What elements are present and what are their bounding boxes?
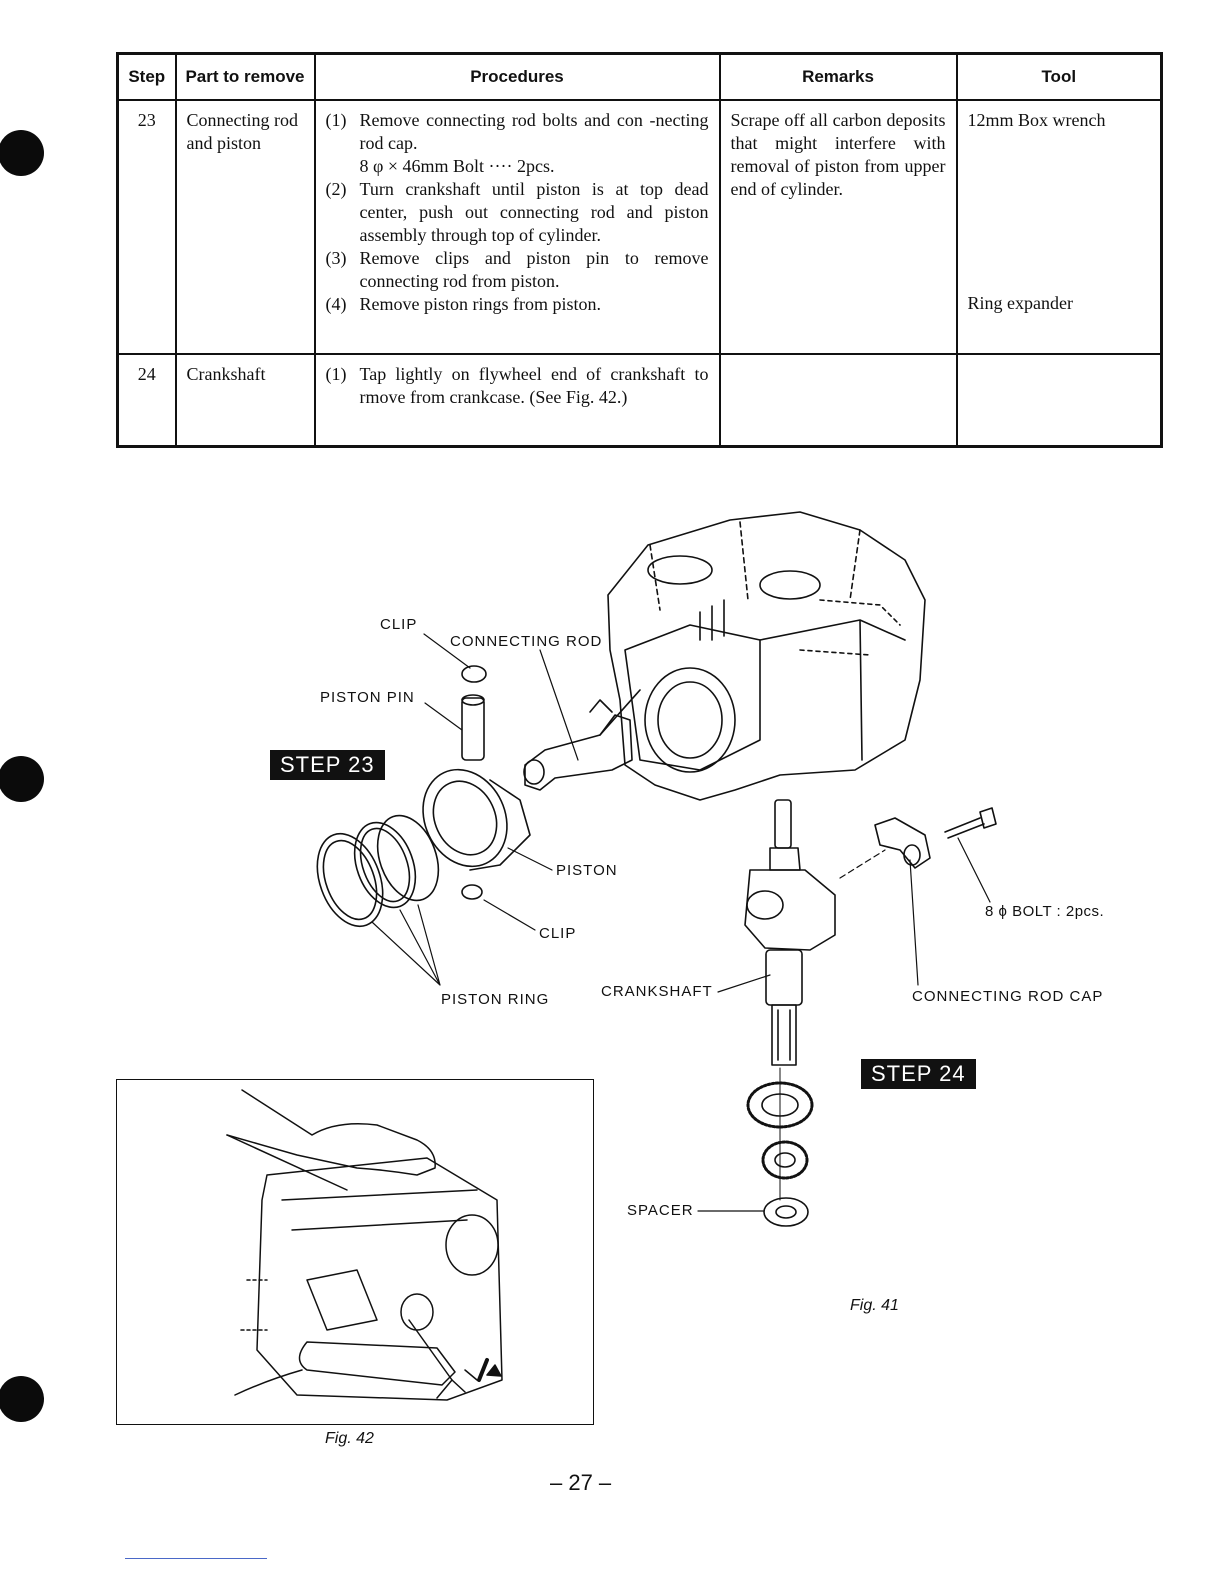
header-tool: Tool [955, 52, 1163, 101]
tool-cell [955, 353, 1163, 447]
header-step: Step [116, 52, 177, 101]
table-row: 24 Crankshaft (1)Tap lightly on flywheel… [116, 353, 1163, 447]
piston-pin-illustration [461, 694, 485, 761]
label-piston: PISTON [556, 862, 618, 879]
procedure-item: (3)Remove clips and piston pin to remove… [325, 248, 709, 291]
header-procedures: Procedures [313, 52, 721, 101]
label-bolt: 8 ϕ BOLT : 2pcs. [985, 903, 1105, 920]
procedure-item: 8 φ × 46mm Bolt ···· 2pcs. [359, 156, 555, 176]
label-crankshaft: CRANKSHAFT [601, 983, 713, 1000]
label-piston-pin: PISTON PIN [320, 689, 415, 706]
label-spacer: SPACER [627, 1202, 694, 1219]
connecting-rod-illustration [523, 699, 633, 791]
piston-rings-illustration [316, 814, 440, 928]
procedures-cell: (1)Remove connecting rod bolts and con -… [313, 99, 721, 355]
binder-hole [0, 130, 44, 176]
label-piston-ring: PISTON RING [441, 991, 550, 1008]
figure-42-box [116, 1079, 594, 1425]
tool-cell: 12mm Box wrench Ring expander [955, 99, 1163, 355]
step-number: 24 [116, 353, 177, 447]
label-clip: CLIP [539, 925, 577, 942]
step-24-badge: STEP 24 [861, 1059, 976, 1089]
procedure-item: (1)Remove connecting rod bolts and con -… [325, 110, 709, 153]
tool-name: 12mm Box wrench [967, 110, 1106, 130]
clip-illustration [461, 665, 487, 683]
table-header-row: Step Part to remove Procedures Remarks T… [116, 52, 1163, 101]
figure-caption: Fig. 41 [850, 1297, 899, 1314]
remarks-cell [718, 353, 958, 447]
procedure-table: Step Part to remove Procedures Remarks T… [116, 52, 1163, 448]
figure-caption: Fig. 42 [325, 1430, 374, 1447]
label-connecting-rod: CONNECTING ROD [450, 633, 603, 650]
spacer-illustration [763, 1197, 809, 1227]
piston-illustration [422, 768, 531, 871]
part-name: Crankshaft [174, 353, 316, 447]
crankshaft-removal-illustration [226, 1089, 503, 1401]
crankcase-illustration [599, 511, 926, 801]
part-name: Connecting rod and piston [174, 99, 316, 355]
step-number: 23 [116, 99, 177, 355]
label-clip: CLIP [380, 616, 418, 633]
connecting-rod-cap-illustration [874, 817, 931, 869]
table-row: 23 Connecting rod and piston (1)Remove c… [116, 99, 1163, 355]
remarks-cell: Scrape off all carbon deposits that migh… [718, 99, 958, 355]
page-number: – 27 – [550, 1470, 612, 1495]
binder-hole [0, 1376, 44, 1422]
tool-name: Ring expander [967, 293, 1073, 313]
step-23-badge: STEP 23 [270, 750, 385, 780]
procedure-item: (2)Turn crankshaft until piston is at to… [325, 179, 709, 245]
bolt-illustration [944, 807, 997, 839]
header-part: Part to remove [174, 52, 316, 101]
procedure-item: (1)Tap lightly on flywheel end of cranks… [325, 364, 709, 407]
header-remarks: Remarks [718, 52, 958, 101]
clip-illustration [461, 884, 483, 900]
procedure-item: (4)Remove piston rings from piston. [325, 294, 602, 314]
label-connecting-rod-cap: CONNECTING ROD CAP [912, 988, 1104, 1005]
crankshaft-illustration [744, 799, 836, 1066]
procedures-cell: (1)Tap lightly on flywheel end of cranks… [313, 353, 721, 447]
footer-rule [125, 1558, 267, 1559]
binder-hole [0, 756, 44, 802]
